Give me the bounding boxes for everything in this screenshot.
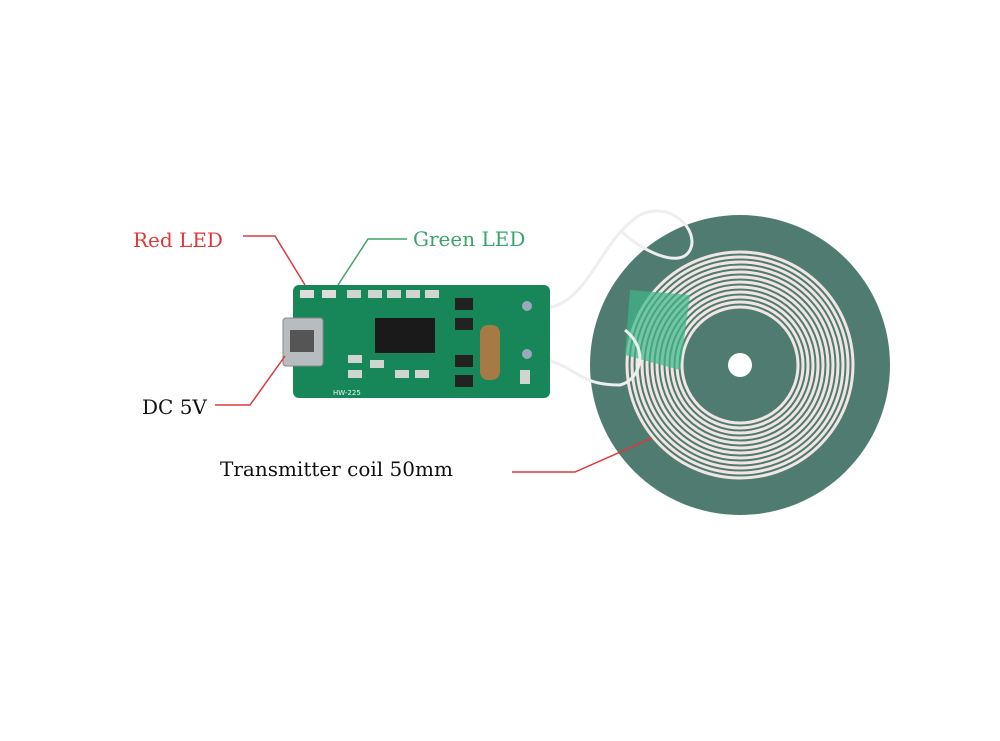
- green-led-leader-line: [337, 238, 407, 286]
- green-led-label: Green LED: [413, 227, 525, 251]
- red-led-leader-line: [243, 235, 306, 286]
- green-led: [322, 290, 336, 298]
- coil-winding: [645, 270, 835, 460]
- dc-label: DC 5V: [142, 395, 207, 419]
- coil-winding: [625, 250, 855, 480]
- coil-lead-wire: [547, 209, 694, 310]
- pcb-board: HW-225: [282, 285, 550, 398]
- coil-leader-line: [512, 437, 653, 473]
- coil-winding: [635, 260, 845, 470]
- capacitor: [480, 325, 500, 380]
- red-led: [300, 290, 314, 298]
- coil-winding: [640, 265, 840, 465]
- coil-tape: [625, 290, 690, 370]
- board-silkscreen: HW-225: [333, 389, 361, 397]
- ic-chip: [375, 318, 435, 353]
- coil-lead-wire: [547, 328, 642, 387]
- coil-winding: [630, 255, 850, 475]
- transmitter-coil: [547, 209, 890, 515]
- coil-winding: [655, 280, 825, 450]
- coil-center-hole: [728, 353, 752, 377]
- coil-winding: [650, 275, 830, 455]
- coil-label: Transmitter coil 50mm: [220, 457, 453, 481]
- dc-leader-line: [215, 355, 286, 406]
- red-led-label: Red LED: [133, 228, 223, 252]
- coil-winding: [680, 305, 800, 425]
